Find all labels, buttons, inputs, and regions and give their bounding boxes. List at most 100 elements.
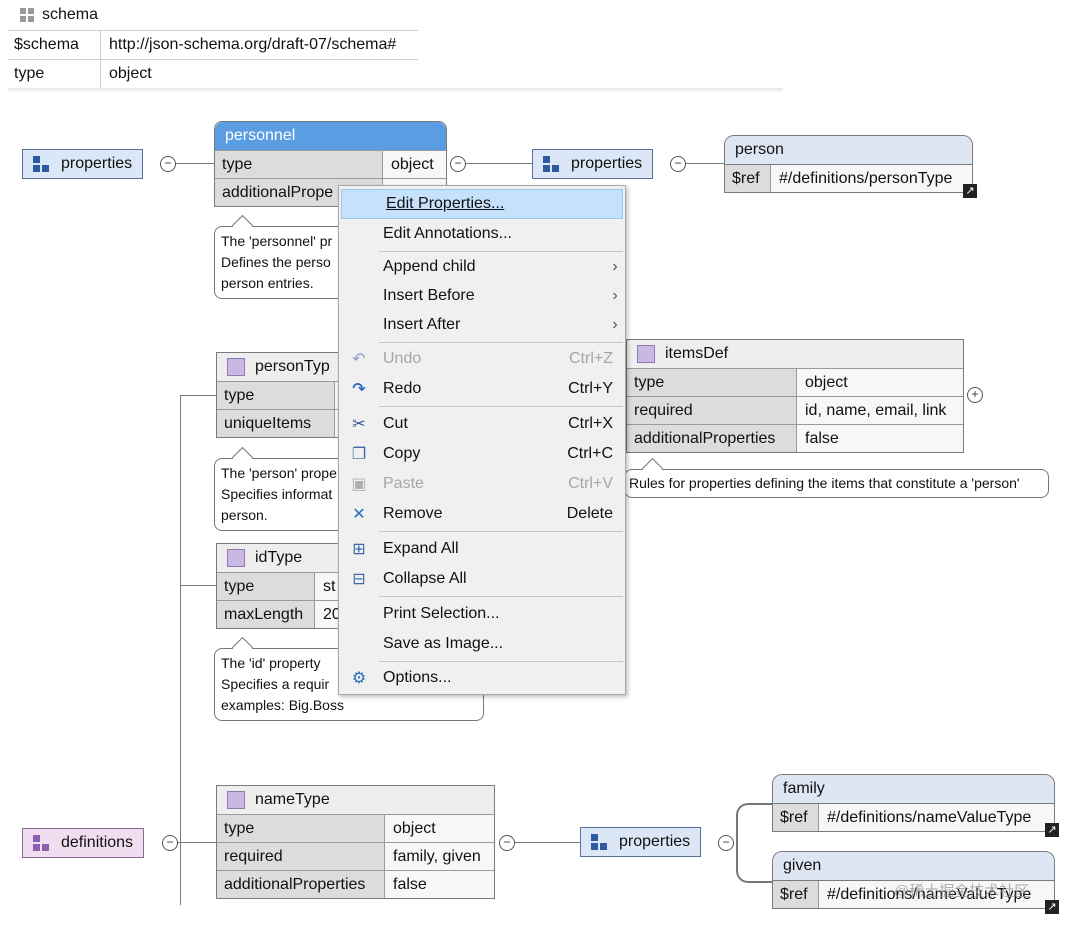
collapse-toggle[interactable]: − [718, 835, 734, 851]
menu-item-edit-annotations[interactable]: Edit Annotations... [383, 225, 512, 242]
person-node[interactable]: person $ref#/definitions/personType [724, 135, 973, 193]
menu-item-insert-before[interactable]: Insert Before› [339, 282, 625, 310]
persontype-title: personTyp [255, 358, 330, 375]
copy-icon: ❐ [351, 446, 367, 463]
connector-line [180, 585, 216, 586]
row-key: type [217, 573, 315, 600]
properties-label: properties [571, 155, 643, 172]
chevron-right-icon: › [612, 258, 618, 275]
family-node[interactable]: family $ref#/definitions/nameValueType [772, 774, 1055, 832]
row-key: additionalProperties [217, 871, 385, 898]
menu-item-expand-all[interactable]: ⊞Expand All [339, 535, 625, 563]
options-icon: ⚙ [351, 670, 367, 687]
family-title: family [773, 775, 1054, 804]
chevron-right-icon: › [612, 287, 618, 304]
schema-title-label: schema [42, 6, 99, 23]
properties-node[interactable]: properties [532, 149, 654, 179]
collapse-toggle[interactable]: − [450, 156, 466, 172]
menu-item-append-child[interactable]: Append child› [339, 253, 625, 281]
row-value: id, name, email, link [797, 397, 963, 424]
remove-icon: ✕ [352, 506, 366, 523]
collapse-icon: ⊟ [352, 571, 366, 588]
table-row[interactable]: $ref#/definitions/nameValueType [773, 804, 1054, 831]
chevron-right-icon: › [612, 316, 618, 333]
properties-label: properties [619, 833, 691, 850]
expand-toggle[interactable]: + [967, 387, 983, 403]
menu-separator [379, 531, 623, 532]
row-key: $ref [725, 165, 771, 192]
menu-item-insert-after[interactable]: Insert After› [339, 311, 625, 339]
schema-title[interactable]: schema [8, 0, 418, 30]
definitions-icon [33, 835, 49, 851]
row-value: #/definitions/nameValueType [819, 881, 1054, 908]
idtype-title: idType [255, 549, 303, 566]
menu-item-edit-properties[interactable]: Edit Properties... [341, 189, 623, 219]
connector-line [514, 842, 580, 843]
properties-node[interactable]: properties [580, 827, 702, 857]
schema-header: schema $schema http://json-schema.org/dr… [8, 0, 418, 89]
table-row[interactable]: $ref#/definitions/personType [725, 165, 972, 192]
definition-icon [227, 358, 245, 376]
definition-icon [227, 791, 245, 809]
definitions-node[interactable]: definitions [22, 828, 145, 858]
schema-key: type [8, 60, 101, 88]
collapse-toggle[interactable]: − [162, 835, 178, 851]
row-key: type [217, 815, 385, 842]
row-value: #/definitions/nameValueType [819, 804, 1054, 831]
ref-link-icon[interactable]: ↗ [1045, 823, 1059, 837]
row-value: false [385, 871, 494, 898]
connector-line [176, 163, 214, 164]
row-key: $ref [773, 804, 819, 831]
person-title: person [725, 136, 972, 165]
ref-link-icon[interactable]: ↗ [1045, 900, 1059, 914]
definition-icon [227, 549, 245, 567]
itemsdef-note: Rules for properties defining the items … [624, 469, 1049, 498]
row-value: object [797, 369, 963, 396]
collapse-toggle[interactable]: − [670, 156, 686, 172]
schema-row[interactable]: type object [8, 59, 418, 89]
properties-label: properties [61, 155, 133, 172]
undo-icon: ↶ [352, 351, 366, 368]
collapse-toggle[interactable]: − [499, 835, 515, 851]
menu-item-collapse-all[interactable]: ⊟Collapse All [339, 565, 625, 593]
menu-item-save-as-image[interactable]: Save as Image... [383, 635, 504, 652]
row-key: type [217, 382, 335, 409]
personnel-title: personnel [215, 122, 446, 150]
menu-separator [379, 342, 623, 343]
menu-separator [379, 406, 623, 407]
row-key: type [627, 369, 797, 396]
table-row[interactable]: $ref#/definitions/nameValueType [773, 881, 1054, 908]
schema-row[interactable]: $schema http://json-schema.org/draft-07/… [8, 30, 418, 59]
collapse-toggle[interactable]: − [160, 156, 176, 172]
menu-item-print-selection[interactable]: Print Selection... [383, 605, 500, 622]
row-key: uniqueItems [217, 410, 335, 437]
schema-divider [8, 88, 783, 92]
row-key: required [217, 843, 385, 870]
ref-link-icon[interactable]: ↗ [963, 184, 977, 198]
redo-icon: ↷ [352, 381, 366, 398]
connector-line [180, 395, 216, 396]
menu-separator [379, 661, 623, 662]
given-title: given [773, 852, 1054, 881]
menu-item-options[interactable]: ⚙Options... [339, 664, 625, 692]
properties-icon [33, 156, 49, 172]
menu-separator [379, 251, 623, 252]
given-node[interactable]: given $ref#/definitions/nameValueType [772, 851, 1055, 909]
properties-node[interactable]: properties [22, 149, 144, 179]
schema-value: http://json-schema.org/draft-07/schema# [109, 36, 397, 53]
